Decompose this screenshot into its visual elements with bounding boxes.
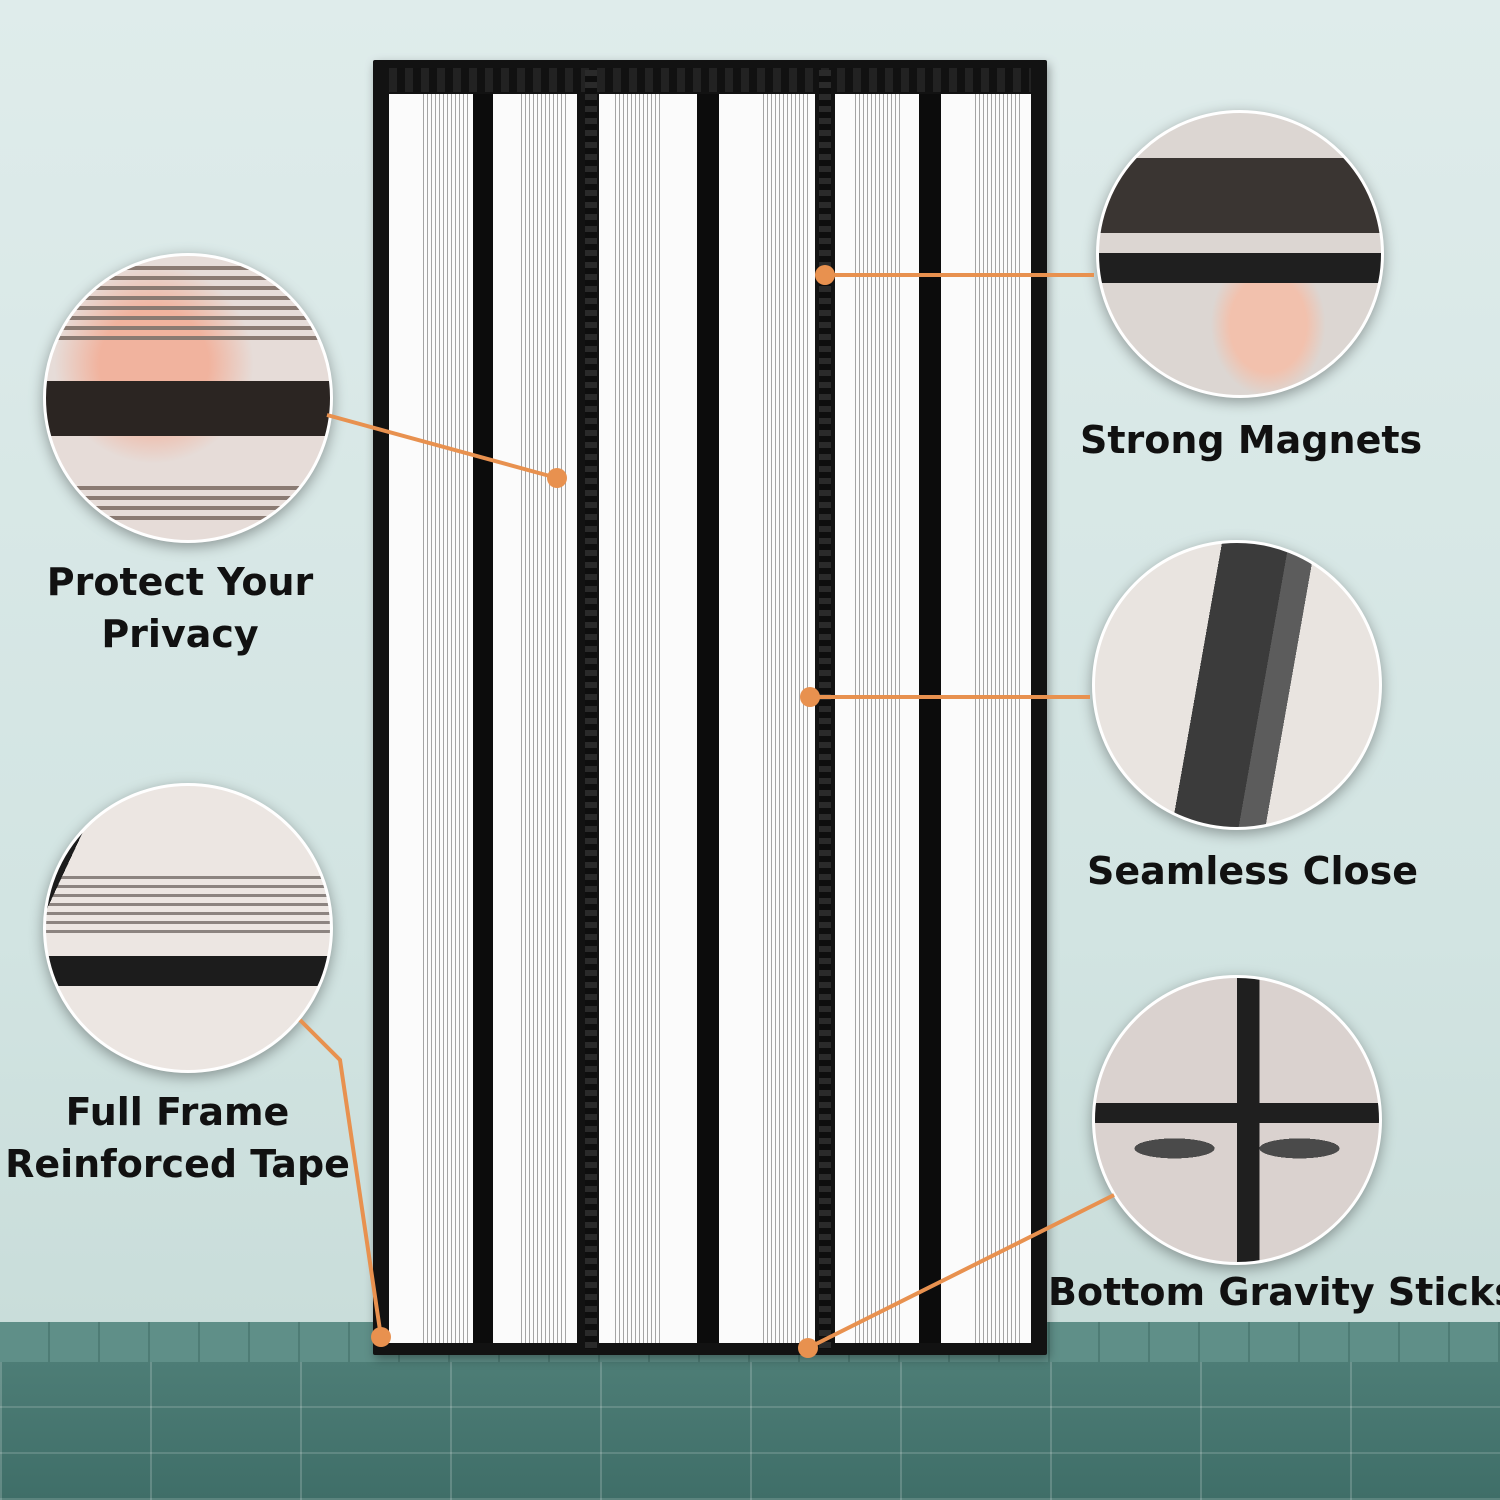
curtain-stripe-black — [697, 94, 719, 1343]
curtain-stripe-white — [493, 94, 577, 1343]
magnetic-screen-curtain — [373, 60, 1047, 1355]
tile-floor — [0, 1362, 1500, 1500]
label-seamless: Seamless Close — [1086, 849, 1419, 893]
curtain-stripe-white — [389, 94, 473, 1343]
curtain-stripe-black — [919, 94, 941, 1343]
frame-tape-detail-photo — [43, 783, 333, 1073]
label-privacy: Protect Your Privacy — [46, 560, 314, 656]
gravity-sticks-detail-photo — [1092, 975, 1382, 1265]
privacy-detail-photo — [43, 253, 333, 543]
curtain-seam — [585, 70, 597, 1349]
magnets-detail-photo — [1096, 110, 1384, 398]
curtain-stripe-white — [941, 94, 1031, 1343]
curtain-stripe-white — [835, 94, 919, 1343]
label-gravity: Bottom Gravity Sticks — [1048, 1270, 1500, 1314]
label-magnets: Strong Magnets — [1080, 418, 1423, 462]
curtain-stripe-white — [599, 94, 697, 1343]
top-hem — [389, 68, 1031, 92]
curtain-center-seam — [819, 70, 831, 1349]
curtain-stripe-white — [719, 94, 815, 1343]
curtain-stripe-black — [473, 94, 493, 1343]
curtain-panels — [389, 68, 1031, 1349]
label-frame-tape: Full Frame Reinforced Tape — [5, 1090, 350, 1186]
seamless-close-detail-photo — [1092, 540, 1382, 830]
